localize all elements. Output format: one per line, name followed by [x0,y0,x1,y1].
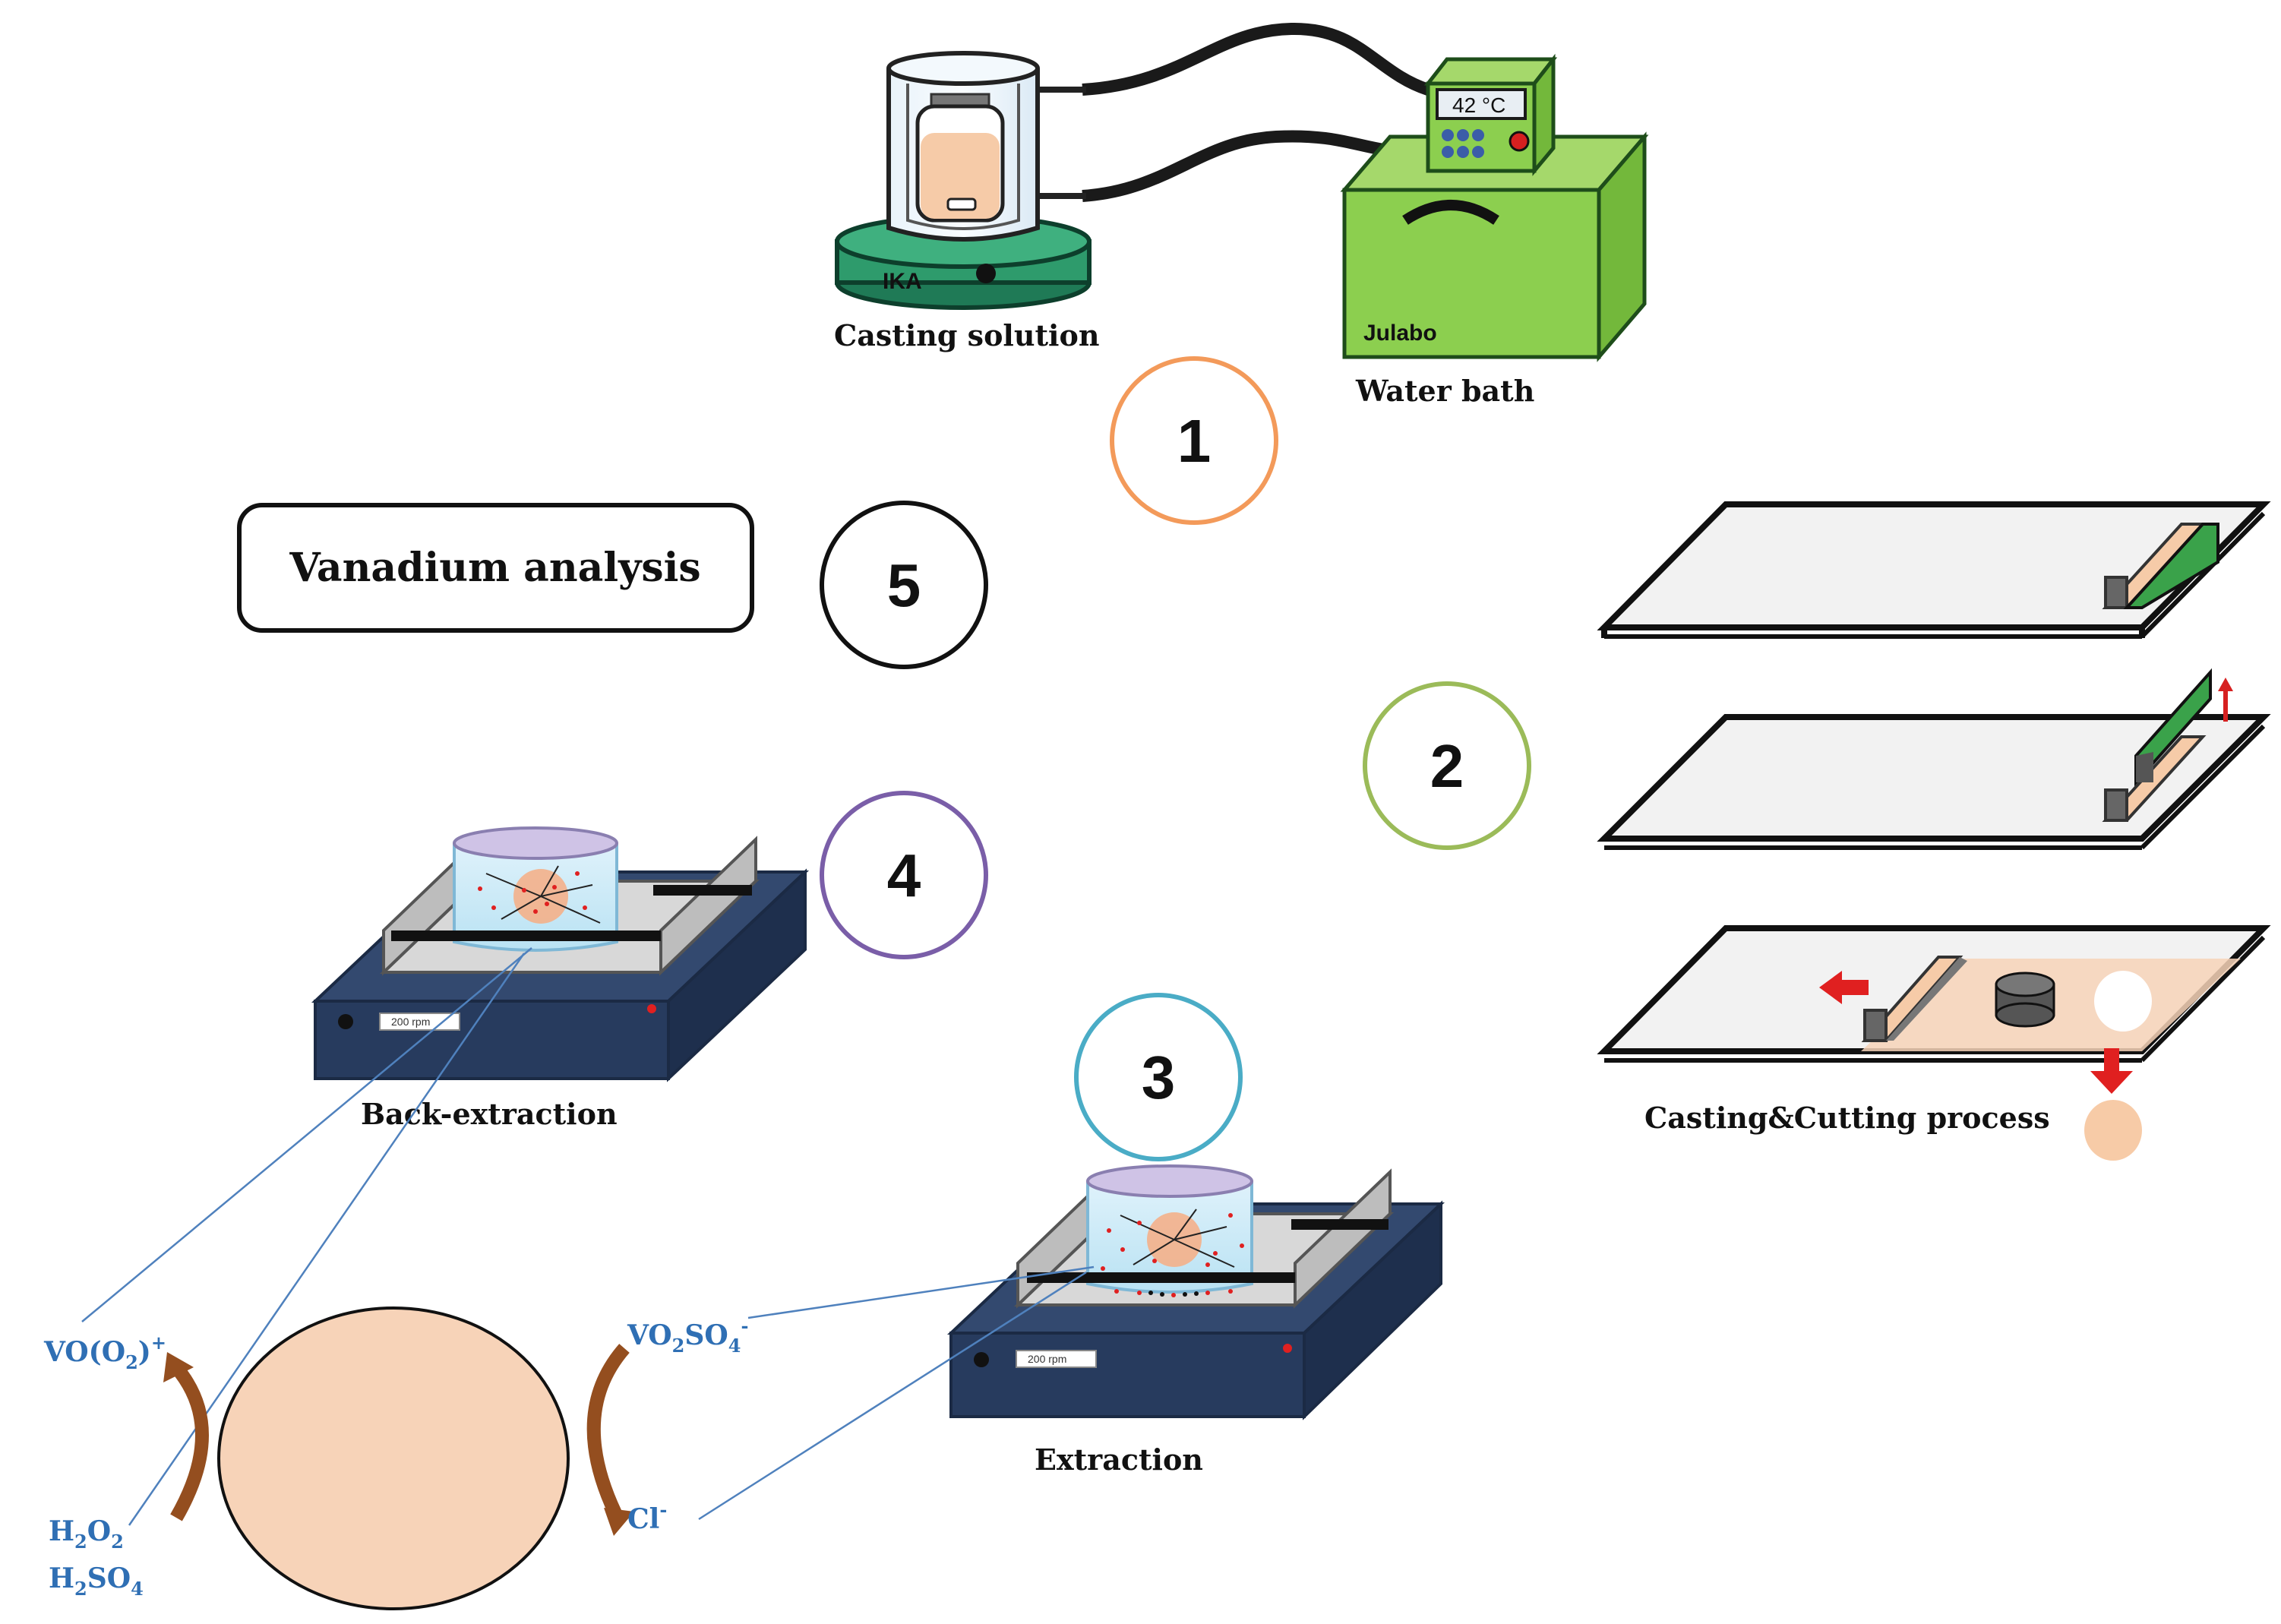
step-1-circle [1110,356,1278,525]
step-3-number: 3 [1142,1044,1176,1111]
membrane-disc-large [217,1306,570,1610]
bath-brand: Julabo [1363,321,1437,346]
back-extraction-speed: 200 rpm [391,1016,430,1028]
stirrer-brand: IKA [883,269,922,294]
step-2-marker: 2 [1363,681,1531,850]
right-transport-arrow [586,1344,634,1536]
tube-lower [1082,130,1429,202]
power-led [1509,131,1530,152]
extraction-shaker: 200 rpm [946,1164,1445,1420]
chloride-species: Cl- [627,1499,667,1535]
casting-setup: IKA Casting solution Julabo [834,22,1649,408]
step-4-marker: 4 [820,791,988,959]
step-4-number: 4 [887,842,921,909]
plate-cast-and-cut [1597,925,2271,1161]
water-bath: Julabo 42 °C [1340,53,1649,362]
tube-upper [1082,22,1430,96]
casting-plates: Casting&Cutting process [1597,501,2271,1161]
vo2so4-species: VO2SO4- [627,1315,748,1357]
step-4-circle [820,791,988,959]
step-2-circle [1363,681,1531,850]
drop-arrow [2090,1048,2133,1094]
extraction-label: Extraction [1035,1442,1203,1477]
step-5-circle [820,501,988,669]
extraction-speed: 200 rpm [1028,1353,1066,1365]
step-5-number: 5 [887,551,921,619]
back-extraction-shaker: 200 rpm [311,826,810,1082]
cutter-icon [1995,972,2055,1028]
step-3-circle [1074,993,1243,1161]
back-extraction-label: Back-extraction [361,1097,618,1131]
h2so4-species: H2SO4 [49,1562,144,1600]
membrane-mechanism: VO(O2)+ H2O2 H2SO4 VO2SO4- Cl- [43,947,1095,1610]
cut-hole [2094,971,2152,1032]
pull-arrow [1819,971,1869,1004]
plate-blade-lifted [1597,668,2271,850]
casting-cutting-label: Casting&Cutting process [1644,1101,2050,1135]
water-bath-label: Water bath [1355,374,1534,408]
controller-buttons [1442,129,1484,158]
vanadium-analysis-label: Vanadium analysis [289,545,700,591]
casting-solution-label: Casting solution [834,318,1099,352]
vanadium-analysis-box: Vanadium analysis [237,503,754,633]
h2o2-species: H2O2 [49,1515,124,1553]
membrane-disc [2084,1100,2142,1161]
vo-o2-species: VO(O2)+ [43,1332,166,1373]
step-1-marker: 1 [1110,356,1278,525]
step-5-marker: 5 [820,501,988,669]
step-1-number: 1 [1177,407,1212,475]
step-2-number: 2 [1430,732,1464,800]
temperature-display: 42 °C [1452,93,1505,117]
plate-applicator-placed [1597,501,2271,639]
step-3-marker: 3 [1074,993,1243,1161]
jacketed-beaker [886,51,1086,242]
left-transport-arrow [163,1352,209,1521]
